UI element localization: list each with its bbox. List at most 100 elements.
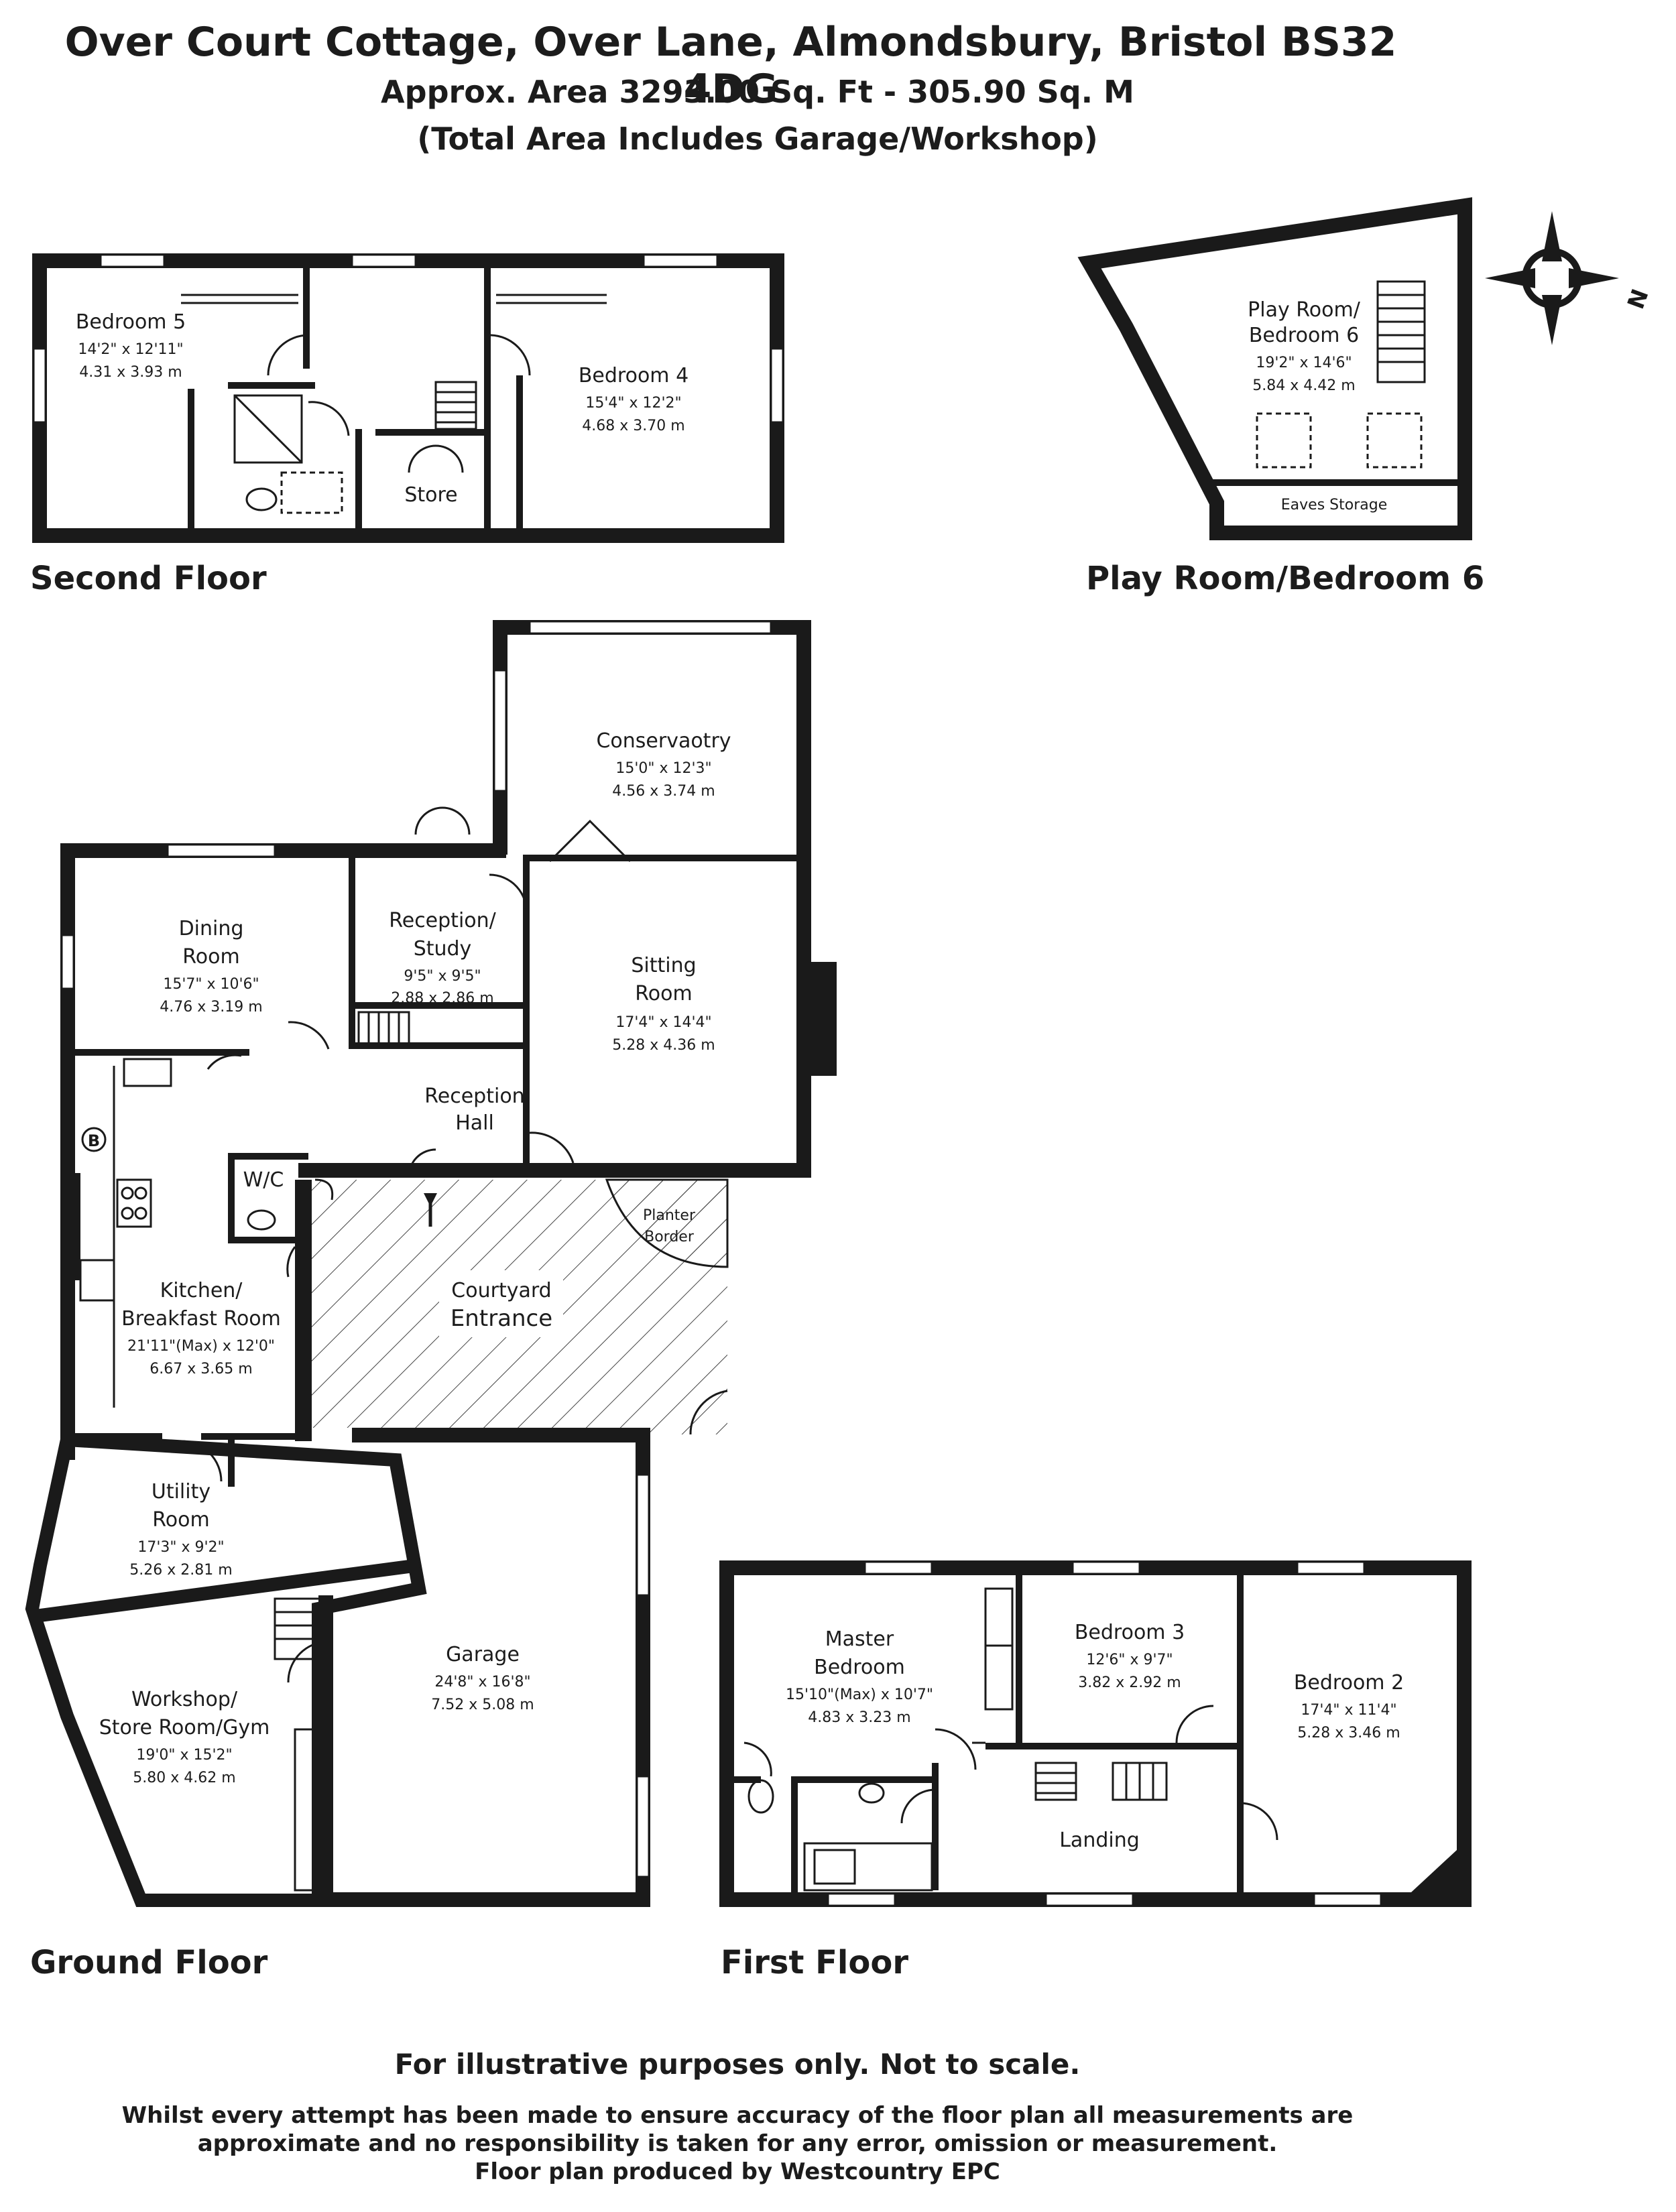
window <box>1044 1892 1134 1907</box>
window <box>863 1560 933 1575</box>
utility-name-2: Room <box>152 1508 209 1532</box>
second-floor-plan: Bedroom 5 14'2" x 12'11" 4.31 x 3.93 m B… <box>32 253 784 543</box>
window <box>1313 1892 1382 1907</box>
first-floor-label: First Floor <box>721 1944 909 1981</box>
dining-name-2: Room <box>182 945 239 969</box>
sitting-name-2: Room <box>635 982 692 1005</box>
playroom-plan: Play Room/ Bedroom 6 19'2" x 14'6" 5.84 … <box>1077 197 1472 540</box>
utility-imperial: 17'3" x 9'2" <box>137 1539 224 1556</box>
stairs <box>274 1011 410 1660</box>
eaves-storage-label: Eaves Storage <box>1281 497 1387 513</box>
producer-credit: Floor plan produced by Westcountry EPC <box>475 2158 1000 2185</box>
compass-icon: N <box>1485 211 1655 345</box>
bedroom4-name: Bedroom 4 <box>579 364 689 387</box>
utility-name-1: Utility <box>152 1480 211 1503</box>
bedroom2-name: Bedroom 2 <box>1294 1671 1404 1695</box>
workshop-imperial: 19'0" x 15'2" <box>136 1747 232 1764</box>
window <box>770 347 784 424</box>
garage-metric: 7.52 x 5.08 m <box>431 1697 534 1713</box>
kitchen-name-1: Kitchen/ <box>160 1279 243 1302</box>
sitting-imperial: 17'4" x 14'4" <box>615 1014 711 1031</box>
planter-border-shape <box>605 1178 729 1268</box>
wc-name: W/C <box>243 1168 284 1192</box>
window <box>32 347 47 424</box>
bedroom5-name: Bedroom 5 <box>76 310 186 334</box>
garage-imperial: 24'8" x 16'8" <box>434 1674 530 1691</box>
window <box>642 253 719 268</box>
disclaimer-line-2: approximate and no responsibility is tak… <box>197 2130 1278 2157</box>
workshop-name-2: Store Room/Gym <box>99 1716 270 1739</box>
conservatory-name: Conservaotry <box>596 729 731 753</box>
ground-floor-label: Ground Floor <box>30 1944 268 1981</box>
sitting-name-1: Sitting <box>631 954 696 977</box>
bedroom3-metric: 3.82 x 2.92 m <box>1078 1674 1181 1691</box>
planter-name-2: Border <box>644 1229 695 1245</box>
planter-name-1: Planter <box>643 1207 696 1224</box>
workshop-metric: 5.80 x 4.62 m <box>133 1770 235 1786</box>
utility-metric: 5.26 x 2.81 m <box>129 1562 232 1579</box>
bedroom5-imperial: 14'2" x 12'11" <box>78 341 183 358</box>
reception-hall-name-2: Hall <box>455 1111 494 1135</box>
ground-floor-plan: B Dining Room 15'7" x 10'6" 4.76 x 3.19 … <box>25 620 837 1907</box>
bedroom4-imperial: 15'4" x 12'2" <box>585 395 681 412</box>
window <box>827 1892 896 1907</box>
reception-hall-name-1: Reception <box>424 1085 524 1108</box>
window <box>636 1473 650 1597</box>
master-imperial: 15'10"(Max) x 10'7" <box>786 1686 933 1703</box>
window <box>60 934 75 990</box>
courtyard-name-1: Courtyard <box>451 1279 551 1302</box>
dining-metric: 4.76 x 3.19 m <box>160 999 262 1016</box>
bedroom3-name: Bedroom 3 <box>1075 1621 1185 1644</box>
reception-study-name-2: Study <box>414 937 472 961</box>
dining-name-1: Dining <box>179 917 244 940</box>
workshop-name-1: Workshop/ <box>131 1688 238 1711</box>
kitchen-name-2: Breakfast Room <box>121 1307 281 1331</box>
playroom-metric: 5.84 x 4.42 m <box>1252 377 1355 394</box>
kitchen-imperial: 21'11"(Max) x 12'0" <box>127 1338 275 1355</box>
playroom-name-1: Play Room/ <box>1248 298 1361 322</box>
playroom-imperial: 19'2" x 14'6" <box>1256 355 1352 371</box>
landing-name: Landing <box>1059 1829 1140 1852</box>
dining-imperial: 15'7" x 10'6" <box>163 976 259 993</box>
window <box>166 843 276 858</box>
master-metric: 4.83 x 3.23 m <box>808 1709 910 1726</box>
conservatory-metric: 4.56 x 3.74 m <box>612 783 715 800</box>
property-address: Over Court Cottage, Over Lane, Almondsbu… <box>64 19 1397 113</box>
disclaimer-line-1: Whilst every attempt has been made to en… <box>121 2102 1354 2129</box>
window <box>1071 1560 1141 1575</box>
courtyard-name-2: Entrance <box>451 1305 552 1332</box>
sitting-metric: 5.28 x 4.36 m <box>612 1037 715 1054</box>
courtyard-label-bg <box>439 1270 563 1337</box>
stairs <box>1034 1762 1168 1801</box>
second-floor-label: Second Floor <box>30 560 267 597</box>
bedroom2-metric: 5.28 x 3.46 m <box>1297 1725 1400 1741</box>
area-note: (Total Area Includes Garage/Workshop) <box>417 121 1098 157</box>
bedroom3-imperial: 12'6" x 9'7" <box>1086 1652 1173 1668</box>
window <box>1296 1560 1366 1575</box>
store-name: Store <box>404 483 457 507</box>
master-name-1: Master <box>825 1627 894 1651</box>
first-floor-plan: Master Bedroom 15'10"(Max) x 10'7" 4.83 … <box>719 1560 1472 1907</box>
reception-study-name-1: Reception/ <box>389 909 496 932</box>
bedroom5-metric: 4.31 x 3.93 m <box>79 364 182 381</box>
stairs <box>434 381 477 430</box>
reception-study-imperial: 9'5" x 9'5" <box>404 968 481 985</box>
boiler-label: B <box>88 1131 100 1150</box>
window <box>528 620 772 635</box>
playroom-name-2: Bedroom 6 <box>1249 324 1359 347</box>
stairs <box>1376 280 1426 383</box>
playroom-floor-label: Play Room/Bedroom 6 <box>1086 560 1485 597</box>
property-area: Approx. Area 3293.00 Sq. Ft - 305.90 Sq.… <box>381 74 1134 110</box>
bedroom2-imperial: 17'4" x 11'4" <box>1301 1702 1396 1719</box>
garage-name: Garage <box>446 1643 520 1666</box>
conservatory-imperial: 15'0" x 12'3" <box>615 760 711 777</box>
disclaimer-headline: For illustrative purposes only. Not to s… <box>394 2048 1081 2081</box>
window <box>351 253 417 268</box>
window <box>636 1775 650 1878</box>
reception-study-metric: 2.88 x 2.86 m <box>391 990 493 1007</box>
window <box>99 253 166 268</box>
window <box>493 669 507 792</box>
master-name-2: Bedroom <box>814 1656 905 1679</box>
bedroom4-metric: 4.68 x 3.70 m <box>582 418 684 434</box>
